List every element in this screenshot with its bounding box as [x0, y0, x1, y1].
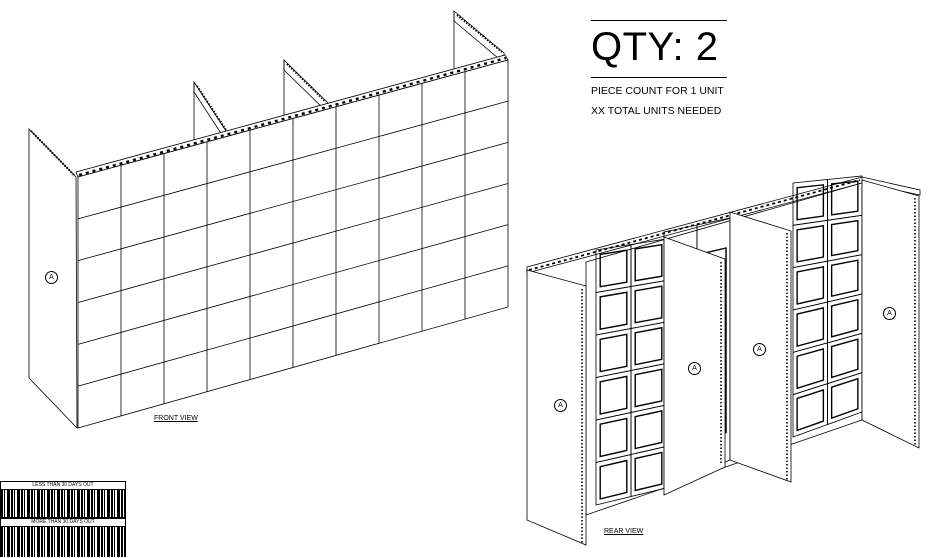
rear-tile-frame: [796, 225, 825, 263]
rear-tile-frame: [830, 338, 859, 379]
barcode-icon: [0, 526, 126, 557]
rear-tile-frame: [796, 266, 825, 305]
grid-row-line: [77, 100, 509, 220]
back-fin: [453, 10, 505, 64]
quantity-block: QTY: 2 PIECE COUNT FOR 1 UNIT XX TOTAL U…: [591, 20, 727, 117]
rear-tile-frame: [796, 184, 825, 221]
rear-tile-frame: [599, 459, 628, 500]
rear-tile-frame: [830, 298, 859, 338]
piece-count-note: PIECE COUNT FOR 1 UNIT: [591, 85, 724, 97]
total-units-note: XX TOTAL UNITS NEEDED: [591, 105, 722, 117]
rear-tile-frame: [634, 243, 663, 282]
qty-title: QTY: 2: [591, 25, 719, 69]
panel-mark-a: A: [753, 343, 766, 356]
tag-label-less-30: LESS THAN 30 DAYS OUT: [0, 481, 126, 489]
panel-mark-a: A: [883, 307, 896, 320]
barcode-icon: [0, 489, 126, 518]
grid-row-line: [77, 141, 509, 262]
rear-tile-frame: [796, 347, 825, 390]
rule-bottom: [591, 77, 727, 78]
panel-mark-a: A: [554, 399, 567, 412]
rear-tile-frame: [830, 180, 859, 216]
panel-mark-a: A: [688, 362, 701, 375]
rear-view-label: REAR VIEW: [604, 528, 644, 535]
rear-tile-frame: [599, 333, 628, 373]
rear-tile-frame: [634, 368, 663, 408]
front-view-drawing: [28, 10, 509, 429]
tag-label-more-30: MORE THAN 30 DAYS OUT: [0, 518, 126, 526]
grid-row-line: [77, 265, 509, 387]
rear-tile-frame: [796, 388, 825, 432]
rule-top: [591, 20, 727, 21]
rear-view-drawing: [526, 175, 921, 546]
rear-tile-frame: [830, 259, 859, 298]
rear-tile-frame: [634, 410, 663, 450]
rear-tile-frame: [796, 306, 825, 348]
rear-tile-frame: [599, 291, 628, 330]
rear-tile-frame: [634, 326, 663, 366]
front-view-label: FRONT VIEW: [154, 415, 198, 422]
shipping-tags: LESS THAN 30 DAYS OUT MORE THAN 30 DAYS …: [0, 481, 126, 557]
rear-tile-frame: [634, 451, 663, 492]
rear-tile-frame: [599, 249, 628, 288]
grid-row-line: [77, 224, 509, 345]
front-panel-grid: [77, 71, 509, 416]
rear-tile-frame: [830, 219, 859, 257]
rear-tile-frame: [599, 375, 628, 415]
rear-tile-frame: [634, 285, 663, 324]
panel-mark-a: A: [45, 271, 58, 284]
rear-tile-frame: [830, 377, 859, 420]
rear-tile-frame: [599, 417, 628, 458]
grid-row-line: [77, 183, 509, 303]
